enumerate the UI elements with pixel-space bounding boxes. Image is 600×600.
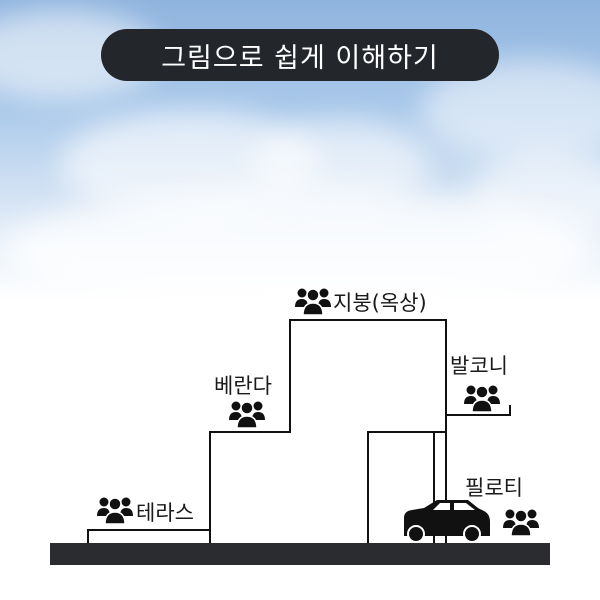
- label-roof: 지붕(옥상): [333, 291, 427, 315]
- label-terrace: 테라스: [136, 501, 194, 525]
- people-group-icon: [97, 497, 133, 524]
- title-pill: 그림으로 쉽게 이해하기: [101, 29, 499, 81]
- people-group-icon: [229, 401, 265, 428]
- page-title: 그림으로 쉽게 이해하기: [161, 42, 439, 74]
- people-group-icon: [464, 385, 500, 412]
- label-piloti: 필로티: [465, 476, 523, 500]
- ground-bar: [50, 543, 550, 565]
- people-group-icon: [295, 288, 331, 315]
- car-icon: [404, 500, 490, 543]
- label-veranda: 베란다: [214, 374, 272, 398]
- label-balcony: 발코니: [450, 354, 508, 378]
- people-group-icon: [503, 509, 539, 536]
